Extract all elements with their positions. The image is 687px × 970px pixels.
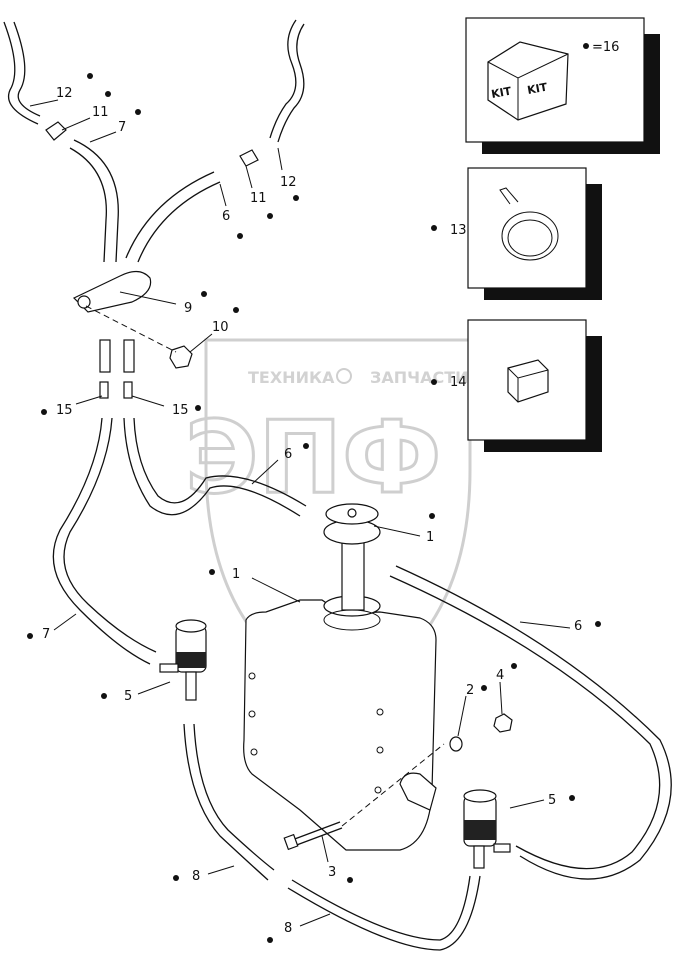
kit-cube-icon: [487, 41, 569, 121]
cable-tie-icon: [501, 211, 559, 261]
callout-1-cap: 1: [426, 530, 434, 545]
washer-pump-left: [159, 619, 207, 701]
hose-8-left: [183, 723, 269, 881]
hose-8-bottom: [287, 875, 481, 951]
callout-12-left: 12: [56, 86, 73, 101]
callout-12-right: 12: [280, 175, 297, 190]
washer-pump-right: [463, 789, 511, 869]
callout-7-upper: 7: [118, 120, 126, 135]
callout-1-reservoir: 1: [232, 567, 240, 582]
connector-15-left: [99, 381, 109, 399]
hose-12-right: [269, 19, 297, 139]
kit-box: KIT KIT =16: [465, 17, 660, 154]
reference-dots: [27, 73, 601, 943]
callouts: 12 11 7 6 11 12 9 10 15 15 6 1 1 6 7 5 2…: [42, 86, 582, 936]
callout-9: 9: [184, 301, 192, 316]
nut-4: [493, 713, 513, 733]
callout-3: 3: [328, 865, 336, 880]
watermark: ТЕХНИКА ЗАПЧАСТИ ЭПФ: [184, 338, 472, 702]
fuse-box: [467, 319, 602, 452]
tube-stub-left: [99, 339, 111, 373]
callout-15-right: 15: [172, 403, 189, 418]
callout-6-right: 6: [574, 619, 582, 634]
leader-lines: [29, 99, 571, 927]
callout-14: 14: [450, 375, 467, 390]
clip-9: [72, 270, 152, 313]
bolt-3: [291, 821, 341, 841]
washer-reservoir: [243, 503, 513, 851]
kit-ref-label: =16: [592, 40, 619, 55]
fittings: [45, 121, 259, 399]
callout-2: 2: [466, 683, 474, 698]
tube-stub-right: [123, 339, 135, 373]
callout-13: 13: [450, 223, 467, 238]
watermark-gear-icon: [336, 368, 352, 384]
watermark-brand-right: ЗАПЧАСТИ: [370, 368, 469, 387]
hose-7-upper: [69, 147, 108, 263]
hoses: [3, 19, 672, 951]
nut-10: [169, 345, 193, 369]
callout-5-left: 5: [124, 689, 132, 704]
callout-6-upper: 6: [222, 209, 230, 224]
callout-15-left: 15: [56, 403, 73, 418]
callout-4: 4: [496, 668, 504, 683]
kit-label-left: KIT: [490, 85, 513, 101]
callout-7-lower: 7: [42, 627, 50, 642]
callout-11-left: 11: [92, 105, 109, 120]
connector-15-right: [123, 381, 133, 399]
hose-7-lower: [52, 417, 151, 665]
watermark-logo: ЭПФ: [185, 399, 441, 516]
cap-stem: [341, 539, 365, 611]
hose-12-left: [3, 21, 39, 125]
hose-6-right: [395, 565, 672, 880]
callout-10: 10: [212, 320, 229, 335]
callout-11-right: 11: [250, 191, 267, 206]
connector-11-left: [45, 121, 67, 141]
reservoir-bracket: [399, 772, 437, 811]
cable-tie-box: [467, 167, 602, 300]
callout-8-bottom: 8: [284, 921, 292, 936]
hose-6-upper: [125, 171, 215, 259]
kit-label-right: KIT: [526, 81, 549, 97]
washer-2: [449, 736, 463, 752]
callout-5-right: 5: [548, 793, 556, 808]
connector-11-right: [239, 149, 259, 167]
reservoir-tank: [243, 599, 437, 851]
callout-6-middle: 6: [284, 447, 292, 462]
hose-6-middle: [123, 417, 301, 517]
callout-8-left: 8: [192, 869, 200, 884]
watermark-brand-left: ТЕХНИКА: [248, 368, 335, 387]
